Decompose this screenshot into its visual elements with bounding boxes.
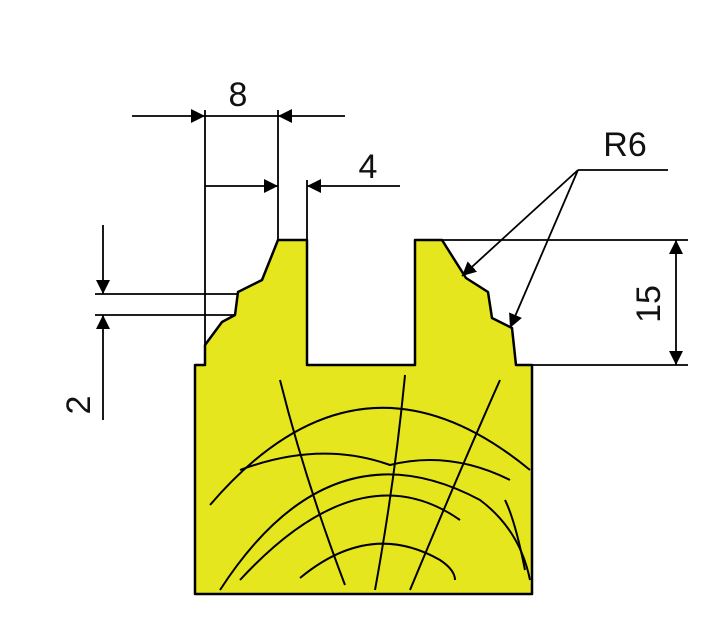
dimension-radius [461, 169, 668, 329]
dimension-radius-label: R6 [603, 126, 646, 164]
dimension-step-label: 2 [60, 396, 98, 415]
dimension-top-width-label: 8 [229, 76, 248, 114]
wood-grain-pattern [209, 374, 531, 591]
dimension-slot-width-label: 4 [359, 148, 378, 186]
dimension-height-label: 15 [630, 285, 668, 323]
profile-body [193, 238, 534, 596]
extension-lines [95, 110, 688, 366]
